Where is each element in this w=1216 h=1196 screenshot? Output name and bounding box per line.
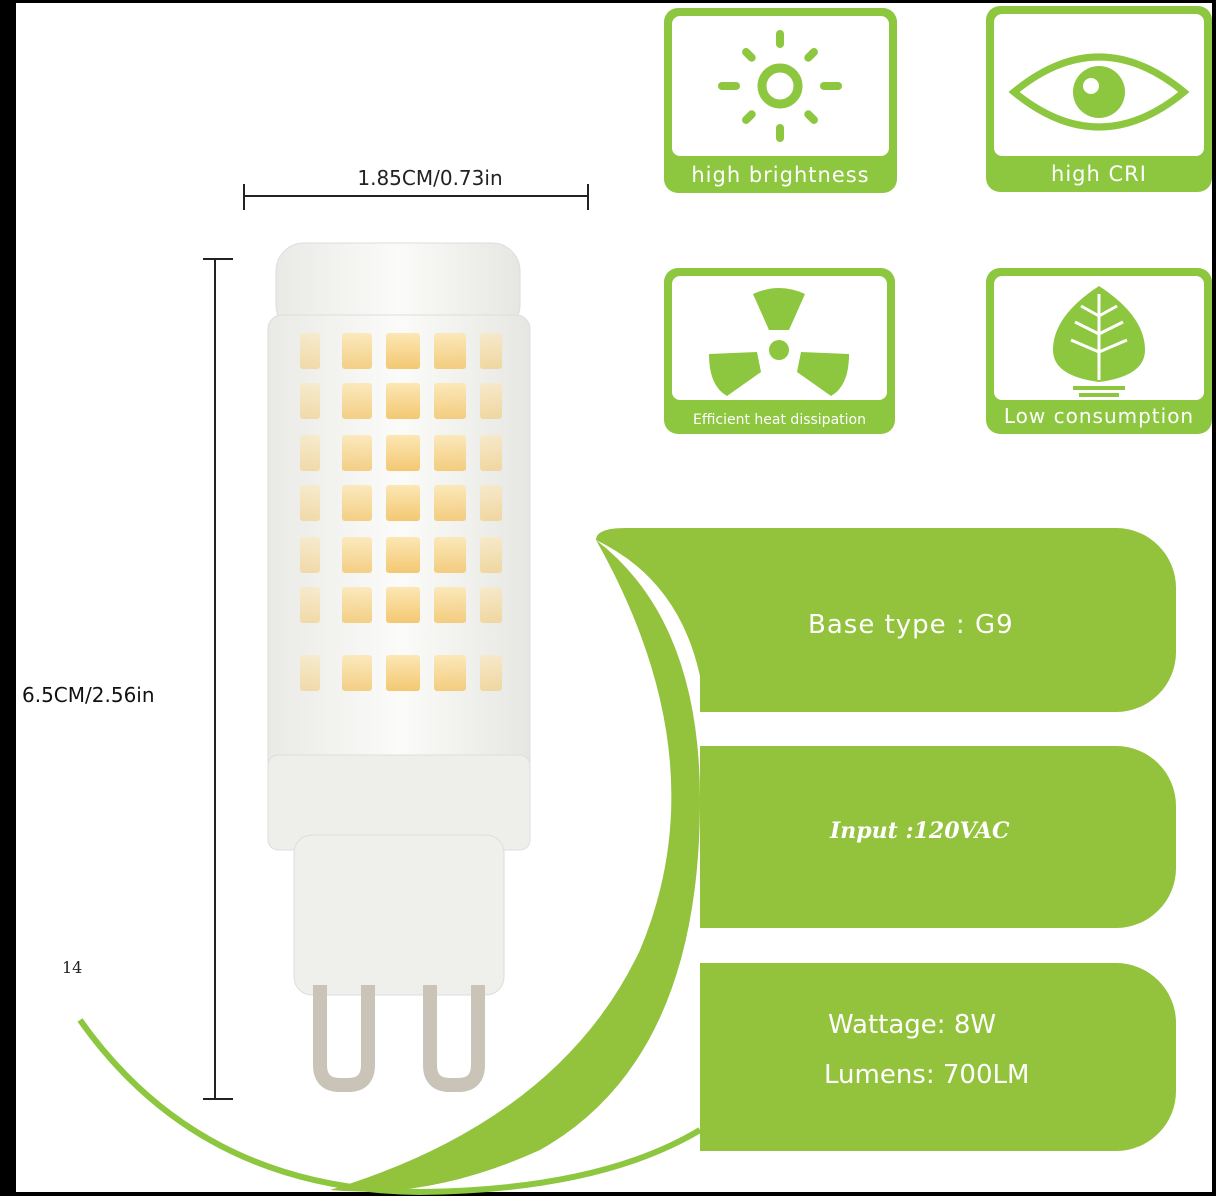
- led-chip: [386, 383, 420, 419]
- led-chip: [434, 537, 466, 573]
- feature-label: Efficient heat dissipation: [693, 412, 866, 428]
- led-chip: [480, 435, 502, 471]
- input-row: [700, 746, 1176, 928]
- led-chip: [480, 383, 502, 419]
- led-chip: [300, 383, 320, 419]
- feature-card-high-cri: high CRI: [986, 6, 1212, 192]
- led-chip: [342, 383, 372, 419]
- frame-right-border: [1212, 0, 1216, 1196]
- led-chip: [342, 587, 372, 623]
- leaf-icon: [1053, 286, 1145, 397]
- wattage-text: Wattage: 8W: [828, 1010, 997, 1040]
- input-text: Input :120VAC: [830, 818, 1010, 844]
- width-dimension-tick-left: [243, 184, 245, 210]
- led-chip: [434, 485, 466, 521]
- led-chip: [342, 485, 372, 521]
- led-chip: [386, 485, 420, 521]
- led-chip: [342, 537, 372, 573]
- led-chip: [480, 537, 502, 573]
- led-chip: [342, 655, 372, 691]
- base-row-curve: [596, 528, 716, 718]
- height-dimension-label: 6.5CM/2.56in: [22, 683, 155, 707]
- led-chip: [386, 435, 420, 471]
- frame-bottom-border: [0, 1192, 1216, 1196]
- led-chip: [434, 655, 466, 691]
- led-chip: [434, 383, 466, 419]
- lumens-text: Lumens: 700LM: [824, 1060, 1030, 1090]
- feature-label: Low consumption: [1003, 404, 1195, 428]
- feature-card-low-consumption: Low consumption: [986, 268, 1212, 434]
- base-type-text: Base type : G9: [808, 610, 1014, 640]
- page-number: 14: [62, 958, 83, 977]
- led-chip: [300, 587, 320, 623]
- width-dimension-line: [243, 195, 589, 197]
- led-chip: [300, 435, 320, 471]
- height-dimension-line: [214, 258, 216, 1100]
- led-chip: [434, 435, 466, 471]
- led-chip: [434, 587, 466, 623]
- feature-label: high CRI: [1051, 162, 1147, 186]
- led-chip: [480, 485, 502, 521]
- led-chip: [300, 655, 320, 691]
- g9-led-bulb-image: [267, 242, 531, 1092]
- led-chip: [300, 485, 320, 521]
- sun-icon: [718, 30, 842, 142]
- wattage-row: [700, 963, 1176, 1151]
- base-type-row: [700, 528, 1176, 712]
- frame-left-border: [0, 0, 16, 1196]
- led-chip: [480, 333, 502, 369]
- led-chip: [300, 333, 320, 369]
- led-chip: [386, 537, 420, 573]
- height-dimension-tick-bottom: [203, 1098, 233, 1100]
- fan-icon: [709, 288, 849, 396]
- led-chip: [386, 333, 420, 369]
- led-chip: [386, 655, 420, 691]
- led-chip: [386, 587, 420, 623]
- width-dimension-label: 1.85CM/0.73in: [357, 166, 503, 190]
- led-chip: [480, 587, 502, 623]
- height-dimension-tick-top: [203, 258, 233, 260]
- width-dimension-tick-right: [587, 184, 589, 210]
- led-chip: [480, 655, 502, 691]
- led-chip: [300, 537, 320, 573]
- led-chip: [434, 333, 466, 369]
- eye-icon: [1008, 53, 1190, 131]
- feature-card-heat-dissipation: Efficient heat dissipation: [664, 268, 895, 434]
- led-chip: [342, 435, 372, 471]
- feature-card-high-brightness: high brightness: [664, 8, 897, 193]
- frame-top-border: [0, 0, 1216, 3]
- led-chip: [342, 333, 372, 369]
- feature-label: high brightness: [691, 163, 870, 187]
